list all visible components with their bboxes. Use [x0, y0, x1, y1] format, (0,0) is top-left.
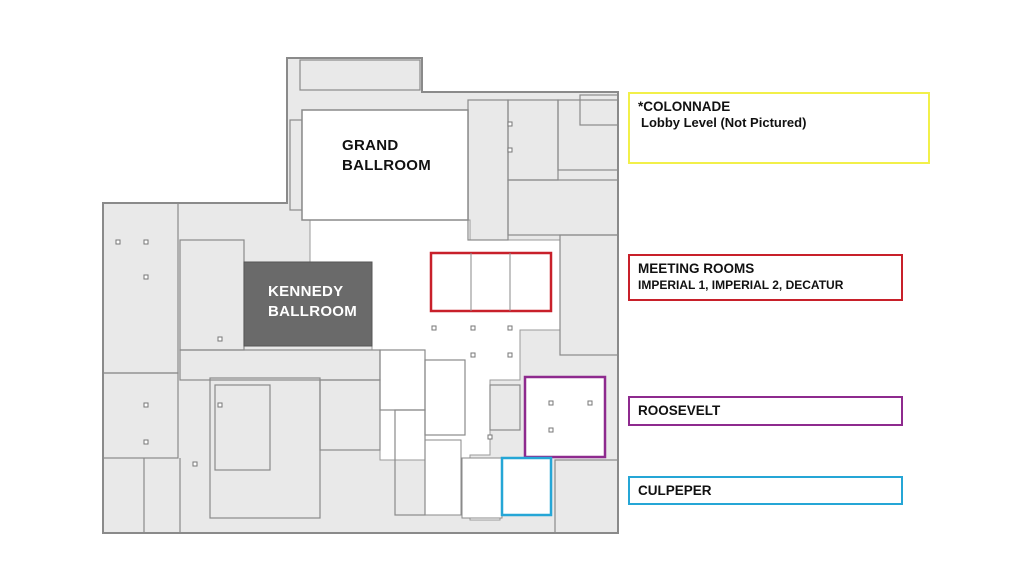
roosevelt-highlight[interactable] — [523, 375, 607, 459]
legend-title: CULPEPER — [638, 483, 712, 498]
legend-title: ROOSEVELT — [638, 403, 721, 418]
kennedy-ballroom-label: KENNEDY BALLROOM — [268, 282, 357, 322]
grand-ballroom-line1: GRAND — [342, 137, 399, 154]
interior-walls — [102, 59, 619, 534]
room-white — [461, 457, 503, 519]
culpeper-highlight[interactable] — [500, 456, 553, 517]
meeting-rooms-highlight[interactable] — [429, 251, 553, 313]
legend-subtitle: IMPERIAL 1, IMPERIAL 2, DECATUR — [638, 278, 844, 292]
legend-culpeper: CULPEPER — [628, 476, 903, 505]
legend-roosevelt: ROOSEVELT — [628, 396, 903, 426]
legend-meeting-rooms: MEETING ROOMS IMPERIAL 1, IMPERIAL 2, DE… — [628, 254, 903, 301]
room-white — [424, 439, 462, 516]
grand-ballroom-label: GRAND BALLROOM — [342, 136, 431, 176]
kennedy-ballroom[interactable] — [243, 261, 373, 347]
legend-subtitle: Lobby Level (Not Pictured) — [641, 115, 807, 130]
kennedy-ballroom-line1: KENNEDY — [268, 283, 344, 300]
kennedy-ballroom-line2: BALLROOM — [268, 303, 358, 320]
legend-title: MEETING ROOMS — [638, 261, 755, 276]
columns — [115, 121, 513, 467]
grand-ballroom-line2: BALLROOM — [342, 157, 432, 174]
grand-ballroom[interactable] — [301, 109, 469, 221]
legend-title: *COLONNADE — [638, 99, 731, 114]
legend-colonnade: *COLONNADE Lobby Level (Not Pictured) — [628, 92, 930, 164]
